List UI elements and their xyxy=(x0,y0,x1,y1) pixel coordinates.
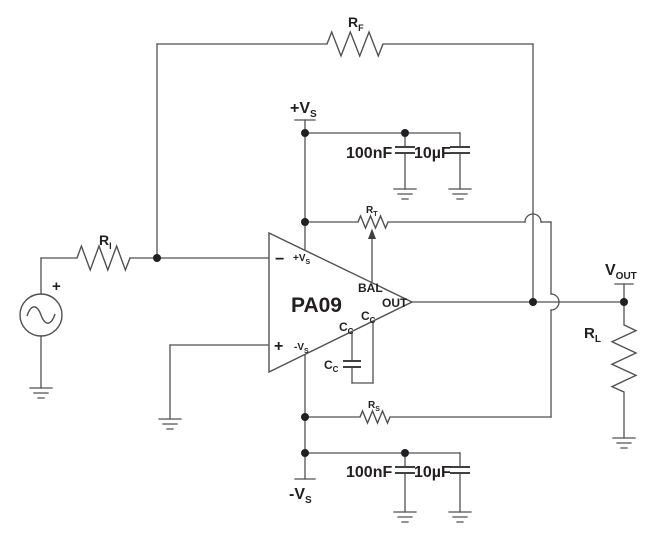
opamp-pin-pos-main: +V xyxy=(293,253,306,264)
opamp-pin-bal-label: BAL xyxy=(358,281,383,295)
cap-100nf-top-label: 100nF xyxy=(346,145,392,162)
neg-supply-label-sub: S xyxy=(305,495,312,506)
ground-icon-cap100n-top xyxy=(393,188,417,200)
ri-label: RI xyxy=(99,232,112,251)
pos-supply-label-sub: S xyxy=(310,109,317,120)
junction-dot xyxy=(401,449,409,457)
rl-label: RL xyxy=(584,325,601,345)
ri-label-main: R xyxy=(99,232,109,248)
rl-label-main: R xyxy=(584,325,595,342)
rs-label-sub: S xyxy=(375,406,380,413)
bypass-cap-10uf-bottom xyxy=(450,466,470,474)
rs-label-main: R xyxy=(368,400,376,411)
cap-10uf-top-label: 10µF xyxy=(414,145,451,162)
cc-ext-capacitor-label: CC xyxy=(324,358,339,374)
neg-supply-label: -VS xyxy=(289,486,312,506)
ground-icon-source xyxy=(29,387,53,399)
junction-dot xyxy=(301,218,309,226)
vout-label: VOUT xyxy=(605,262,637,282)
resistor-rf xyxy=(326,30,384,58)
opamp-pin-cc-upper-label: CC xyxy=(361,309,376,325)
pos-supply-label-main: +V xyxy=(290,100,310,117)
wire-crossover-hop-top xyxy=(524,213,542,223)
rl-label-sub: L xyxy=(595,334,601,345)
ac-source xyxy=(19,293,63,337)
vout-label-main: V xyxy=(605,262,616,279)
pos-supply-label: +VS xyxy=(290,100,317,120)
cc-upper-sub: C xyxy=(370,316,376,325)
rf-label-main: R xyxy=(348,14,358,30)
opamp-part-number: PA09 xyxy=(291,294,342,317)
opamp-body xyxy=(268,231,414,374)
cc-compensation-net xyxy=(343,319,374,384)
resistor-rs xyxy=(359,409,391,425)
positive-supply-net xyxy=(294,119,461,252)
opamp-pin-neg-main: -V xyxy=(294,342,304,353)
cc-lower-main: C xyxy=(339,320,348,334)
balance-net xyxy=(304,213,560,418)
rf-label-sub: F xyxy=(358,23,364,33)
ac-source-circle xyxy=(19,293,63,337)
opamp-pin-pos-sub: S xyxy=(306,259,311,266)
rs-label: RS xyxy=(368,400,380,413)
vout-label-sub: OUT xyxy=(616,271,637,282)
ground-icon-noninv xyxy=(158,418,182,430)
ground-icon-cap10u-top xyxy=(448,188,472,200)
bypass-cap-10uf-top xyxy=(450,146,470,154)
cc-ext-main: C xyxy=(324,358,333,372)
noninverting-input-wire xyxy=(169,344,270,420)
resistor-rl xyxy=(610,324,638,393)
resistor-rt-trimmer xyxy=(357,214,389,230)
input-net-wire xyxy=(40,257,270,389)
source-polarity-label: + xyxy=(52,278,61,295)
negative-supply-net xyxy=(294,353,461,513)
cc-lower-sub: C xyxy=(348,327,354,336)
ground-icon-cap100n-bottom xyxy=(393,511,417,523)
noninverting-input-sign: + xyxy=(274,338,283,355)
opamp-pin-cc-lower-label: CC xyxy=(339,320,354,336)
rf-label: RF xyxy=(348,14,364,33)
junction-dot xyxy=(529,298,537,306)
wiper-arrow-icon xyxy=(368,228,376,239)
junction-dot xyxy=(301,449,309,457)
resistor-ri xyxy=(76,243,131,273)
opamp-pin-pos-label: +VS xyxy=(293,253,311,266)
sine-wave-icon xyxy=(26,306,56,324)
cap-100nf-bottom-label: 100nF xyxy=(346,464,392,481)
ri-label-sub: I xyxy=(109,241,112,251)
feedback-net-wire xyxy=(156,43,534,303)
ground-icon-cap10u-bottom xyxy=(448,511,472,523)
opamp-pin-out-label: OUT xyxy=(382,296,408,310)
cc-upper-main: C xyxy=(361,309,370,323)
rt-label-main: R xyxy=(366,205,374,216)
junction-dot xyxy=(301,413,309,421)
rt-label-sub: T xyxy=(373,211,378,218)
cap-10uf-bottom-label: 10µF xyxy=(414,464,451,481)
bypass-cap-100nf-top xyxy=(395,146,415,154)
junction-dot xyxy=(153,254,161,262)
rt-label: RT xyxy=(366,205,378,218)
junction-dot xyxy=(301,129,309,137)
ground-icon-rl xyxy=(612,437,636,449)
opamp-pin-neg-sub: S xyxy=(304,348,309,355)
inverting-input-sign: − xyxy=(275,251,284,268)
bypass-cap-100nf-bottom xyxy=(395,466,415,474)
output-net xyxy=(411,283,634,439)
neg-supply-label-main: -V xyxy=(289,486,305,503)
junction-dot xyxy=(620,298,628,306)
junction-dot xyxy=(401,129,409,137)
cc-ext-sub: C xyxy=(333,365,339,374)
opamp-pin-neg-label: -VS xyxy=(294,342,309,355)
